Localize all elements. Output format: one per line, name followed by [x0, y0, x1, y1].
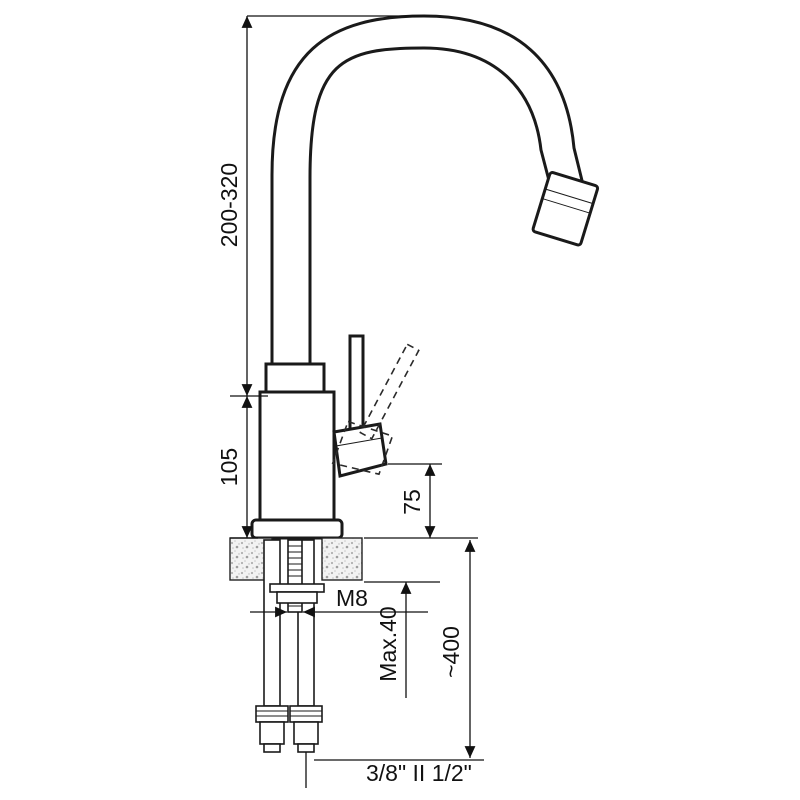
- faucet-spout: [270, 14, 600, 382]
- spout-base-cap: [264, 362, 326, 396]
- dimension-labels: 200-320 105 75 M8 Max.40 ~400 3/8" II 1/…: [216, 163, 472, 786]
- spout-aerator: [531, 171, 600, 247]
- label-spout-height: 200-320: [216, 163, 242, 247]
- label-max-thickness: Max.40: [375, 606, 401, 681]
- label-body-height: 105: [216, 448, 242, 486]
- mounting-washer: [269, 583, 325, 593]
- faucet-handle: [332, 334, 388, 478]
- hose-left: [263, 539, 281, 707]
- base-flange: [250, 518, 344, 540]
- label-thread: M8: [336, 585, 368, 611]
- faucet-body: [250, 362, 344, 540]
- handle-alt-position: [331, 343, 420, 476]
- label-clearance: 75: [399, 489, 425, 515]
- supply-assembly: [255, 539, 325, 753]
- hose-fitting-right: [289, 705, 323, 753]
- mounting-nut: [276, 591, 318, 604]
- handle-lever: [348, 334, 365, 438]
- hose-fitting-left: [255, 705, 289, 753]
- label-connection: 3/8" II 1/2": [366, 760, 472, 786]
- label-hose-length: ~400: [438, 626, 464, 678]
- body-column: [258, 390, 336, 524]
- countertop-right: [321, 537, 363, 581]
- dimension-lines: [230, 15, 484, 788]
